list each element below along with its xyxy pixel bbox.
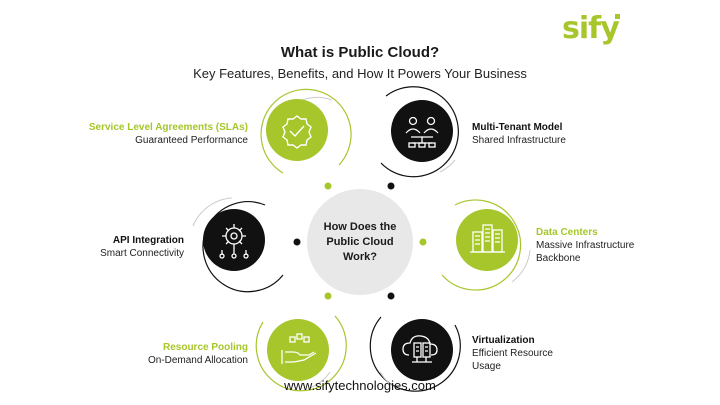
label-resource-pooling: Resource Pooling On-Demand Allocation: [88, 341, 248, 367]
node-resource-pooling: [255, 315, 347, 392]
center-line1: How Does the: [323, 221, 397, 233]
buildings-icon: [470, 224, 505, 253]
label-desc: Shared Infrastructure: [472, 135, 566, 146]
node-api-integration: [192, 197, 284, 293]
badge-check-icon: [282, 115, 312, 149]
node-data-centers: [441, 199, 531, 291]
label-title: Data Centers: [536, 227, 598, 238]
label-desc: Backbone: [536, 253, 581, 264]
label-api-integration: API Integration Smart Connectivity: [40, 234, 184, 260]
label-desc: On-Demand Allocation: [147, 355, 248, 366]
label-desc: Efficient Resource: [472, 348, 553, 359]
node-slas: [260, 88, 352, 174]
label-desc: Massive Infrastructure: [536, 240, 635, 251]
label-title: Resource Pooling: [162, 342, 248, 353]
label-multi-tenant: Multi-Tenant Model Shared Infrastructure: [472, 121, 652, 147]
connector-dot: [293, 238, 301, 246]
sify-logo: sify: [562, 11, 620, 46]
gear-network-icon: [219, 224, 249, 259]
connector-dot: [324, 182, 332, 190]
people-network-icon: [405, 116, 439, 148]
center-line2: Public Cloud: [326, 236, 394, 248]
label-virtualization: Virtualization Efficient Resource Usage: [472, 334, 622, 373]
center-text: How Does the Public Cloud Work?: [307, 220, 413, 265]
label-data-centers: Data Centers Massive Infrastructure Back…: [536, 226, 686, 265]
page-title: What is Public Cloud?: [280, 44, 440, 61]
node-virtualization: [369, 316, 461, 392]
label-desc: Guaranteed Performance: [135, 135, 248, 146]
center-line3: Work?: [342, 251, 378, 263]
cloud-servers-icon: [402, 335, 438, 363]
label-title: Multi-Tenant Model: [472, 122, 563, 133]
node-multi-tenant: [380, 86, 459, 178]
connector-dot: [324, 292, 332, 300]
logo-dot: [615, 14, 620, 19]
hand-resources-icon: [281, 333, 317, 364]
page-subtitle: Key Features, Benefits, and How It Power…: [193, 66, 527, 81]
label-title: API Integration: [112, 235, 184, 246]
label-title: Service Level Agreements (SLAs): [88, 122, 248, 133]
connector-dot: [387, 182, 395, 190]
connector-dot: [387, 292, 395, 300]
connector-dot: [419, 238, 427, 246]
label-slas: Service Level Agreements (SLAs) Guarante…: [60, 121, 248, 147]
label-title: Virtualization: [472, 335, 535, 346]
center-circle: [307, 189, 413, 295]
label-desc: Smart Connectivity: [100, 248, 184, 259]
label-desc: Usage: [472, 361, 501, 372]
website-url[interactable]: www.sifytechnologies.com: [284, 378, 436, 393]
